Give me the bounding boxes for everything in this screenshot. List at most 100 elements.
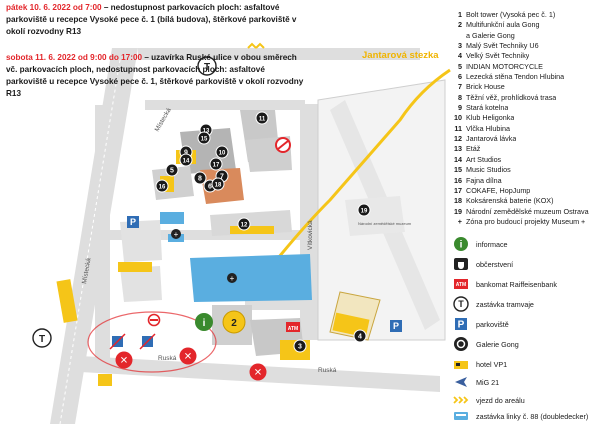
map-pin-number: 5 <box>170 168 174 175</box>
map-pin-number: 4 <box>358 334 362 341</box>
rail-line <box>59 59 121 424</box>
map-pin-2: 2 <box>222 310 246 334</box>
legend-symbol-label: MiG 21 <box>476 377 500 387</box>
legend-symbol-row: občerstvení <box>452 256 513 272</box>
legend-place-number: 5 <box>458 61 462 71</box>
notice-saturday-date: sobota 11. 6. 2022 od 9:00 do 17:00 <box>6 53 143 62</box>
museum-label: Národní zemědělské muzeum <box>358 221 412 226</box>
legend-symbol-row: vjezd do areálu <box>452 392 525 408</box>
legend-place-number: 10 <box>454 113 462 123</box>
no-entry-bar <box>277 140 289 150</box>
accent-1 <box>56 279 78 323</box>
map-pin-10: 10 <box>215 145 229 159</box>
legend-symbol-row: MiG 21 <box>452 374 499 390</box>
cross-2 <box>179 347 197 365</box>
legend-place-number: 1 <box>458 10 462 19</box>
road-inner-top <box>145 100 305 110</box>
street-ruska-left: Ruská <box>158 355 177 362</box>
legend-place-name: Etáž <box>466 144 481 154</box>
map-pin-circle <box>209 157 223 171</box>
map-pin-circle <box>353 329 367 343</box>
tram-stop-top-letter: T <box>204 62 210 73</box>
building-west-b <box>120 266 162 302</box>
cross-3 <box>249 363 267 381</box>
legend-place-name: Národní zemědělské muzeum Ostrava <box>466 206 589 216</box>
legend-place-name: Lezecká stěna Tendon Hlubina <box>466 72 565 82</box>
map-pin-number: 16 <box>159 185 166 191</box>
legend-place-number: 9 <box>458 103 462 113</box>
info-marker-letter: i <box>203 318 206 329</box>
map-pin-circle <box>197 131 211 145</box>
jantarova-path <box>260 68 451 279</box>
map-pin-4: 4 <box>353 329 367 343</box>
road-inner-bottom <box>245 300 300 310</box>
map-pin-number: 12 <box>241 223 248 229</box>
legend-symbol-label: občerstvení <box>476 259 514 269</box>
cross-3-mark: ✕ <box>254 368 262 379</box>
road-inner-left <box>95 105 110 360</box>
map-pin-circle <box>293 339 307 353</box>
parking-marker-2 <box>390 320 402 332</box>
map-pin-number: 19 <box>361 209 368 215</box>
bus-icon <box>452 408 470 424</box>
legend-place-number: 2 <box>458 20 462 30</box>
street-jantarova: Jantarová stezka <box>362 50 439 61</box>
legend-place-number: 17 <box>454 185 462 195</box>
legend-symbol-label: informace <box>476 239 508 249</box>
map-pin-circle <box>179 153 193 167</box>
legend-place-name: Brick House <box>466 82 505 92</box>
legend-place-name: Zóna pro budoucí projekty Museum + <box>466 216 586 226</box>
legend-place-number: 7 <box>458 82 462 92</box>
legend-place-number: 11 <box>454 123 462 133</box>
map-pin-17: 17 <box>209 157 223 171</box>
map-pin-circle <box>155 179 169 193</box>
legend-place-row: a Galerie Gong <box>452 31 598 41</box>
legend-place-row: 5 INDIAN MOTORCYCLE <box>452 62 598 72</box>
parking-marker-1-letter: P <box>130 217 136 227</box>
legend-place-number: 8 <box>458 92 462 102</box>
map-pin-circle <box>211 177 225 191</box>
legend-place-name: Art Studios <box>466 154 502 164</box>
plus-marker-1-sign: + <box>174 230 179 239</box>
bed-icon <box>452 356 470 372</box>
map-pin-circle <box>165 163 179 177</box>
road-mistecka <box>50 48 138 424</box>
closed-parking-1-strike <box>109 333 126 350</box>
entrance-chevrons <box>247 42 265 49</box>
tram-stop-top-ring <box>197 56 217 76</box>
legend-symbol-label: bankomat Raiffeisenbank <box>476 279 557 289</box>
building-big-world <box>190 254 312 302</box>
cross-1 <box>115 351 133 369</box>
svg-text:ATM: ATM <box>456 282 466 288</box>
cross-2-mark: ✕ <box>184 352 192 363</box>
map-pin-number: 17 <box>213 163 220 169</box>
legend-place-name: Koksárenská baterie (KOX) <box>466 196 554 206</box>
map-pin-5: 5 <box>165 163 179 177</box>
legend-place-number: 6 <box>458 72 462 82</box>
building-museum <box>345 196 405 236</box>
legend-place-number: 3 <box>458 41 462 51</box>
map-pin-number: 18 <box>215 183 222 189</box>
legend-place-row: 10 Klub Heligonka <box>452 113 598 123</box>
plus-marker-2 <box>227 273 237 283</box>
legend-place-name: Klub Heligonka <box>466 113 515 123</box>
legend-place-name: INDIAN MOTORCYCLE <box>466 61 543 71</box>
map-pin-circle <box>237 217 251 231</box>
numbered-pins: 12345678910111213141516171819 <box>155 111 371 353</box>
map-pin-12: 12 <box>237 217 251 231</box>
map-pin-circle <box>255 111 269 125</box>
legend-symbol-row: zastávka linky č. 88 (doubledecker) <box>452 408 588 424</box>
